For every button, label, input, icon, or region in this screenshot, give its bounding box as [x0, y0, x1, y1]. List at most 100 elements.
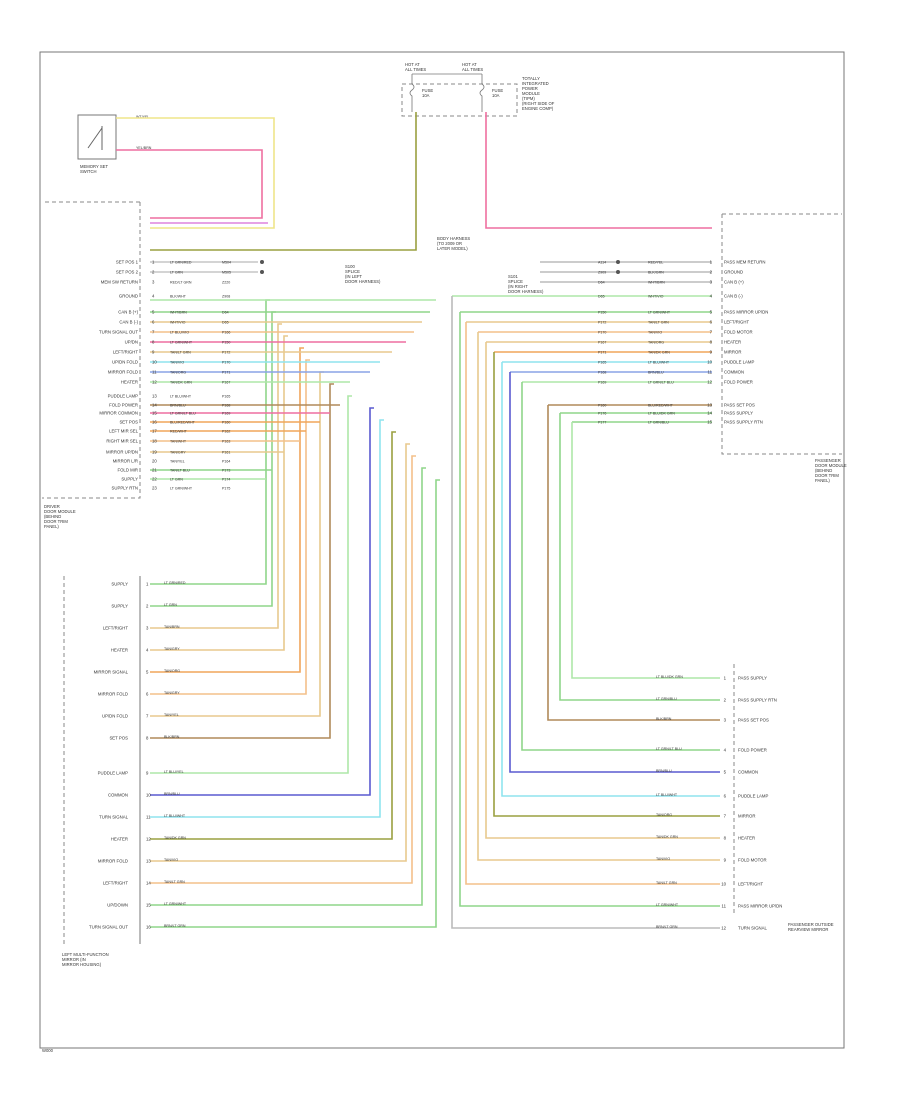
left-mirror-pin-num: 8	[146, 736, 149, 741]
right-mirror-pin-num: 1	[724, 676, 727, 681]
right-mirror-pin-num: 8	[724, 836, 727, 841]
left-door-pin-num: 2	[152, 270, 155, 275]
left-door-pin-wire: P172	[222, 351, 230, 355]
splice-dot	[616, 270, 620, 274]
right-mirror-wire	[451, 296, 720, 929]
left-mirror-pin-num: 1	[146, 582, 149, 587]
right-door-pin-num: 9	[710, 350, 713, 355]
left-door-pin-wire: P174	[222, 478, 230, 482]
left-door-pin-color: LT GRN	[170, 478, 183, 482]
splice-dot	[260, 270, 264, 274]
right-mirror-pin-num: 11	[722, 904, 727, 909]
fuse-right-symbol	[479, 74, 485, 112]
left-door-pin-num: 9	[152, 350, 155, 355]
left-door-pin-wire: Z220	[222, 281, 230, 285]
right-mirror-pin-name: MIRROR	[738, 814, 755, 819]
left-mirror-pin-num: 4	[146, 648, 149, 653]
right-door-pin-color: TAN/ORG	[648, 341, 664, 345]
left-door-pin-wire: P163	[222, 440, 230, 444]
left-door-pin-num: 19	[152, 450, 157, 455]
right-door-pin-color: WHT/VIO	[648, 295, 664, 299]
right-door-pin-wire: P172	[598, 321, 606, 325]
left-door-pin-color: TAN/LT BLU	[170, 469, 190, 473]
left-door-pin-color: TAN/VIO	[170, 361, 184, 365]
right-mirror-pin-name: COMMON	[738, 770, 758, 775]
left-door-pin-name: SUPPLY RTN	[111, 486, 138, 491]
left-door-pin-name: SET POS 1	[116, 260, 139, 265]
left-door-pin-name: MIRROR FOLD	[108, 370, 138, 375]
right-mirror-pin-num: 10	[721, 882, 726, 887]
right-door-pin-num: 15	[707, 420, 712, 425]
right-mirror-wire	[559, 413, 720, 701]
right-door-pin-color: BRN/BLU	[648, 371, 664, 375]
left-mirror-pin-num: 16	[146, 925, 151, 930]
fuse-left-symbol	[409, 74, 415, 112]
left-mirror-pin-color: BRN/LT GRN	[164, 924, 186, 928]
left-door-pin-num: 17	[152, 429, 157, 434]
left-door-pin-color: TAN/WHT	[170, 440, 187, 444]
right-mirror-pin-num: 7	[724, 814, 727, 819]
right-door-pin-name: LEFT/RIGHT	[724, 320, 749, 325]
right-door-pin-name: CAN B (-)	[724, 294, 743, 299]
left-door-pin-wire: P175	[222, 487, 230, 491]
left-door-pin-wire: Z908	[222, 295, 230, 299]
right-door-pin-color: BLK/GRN	[648, 271, 664, 275]
right-door-pin-color: LT GRN/LT BLU	[648, 381, 674, 385]
left-door-pin-wire: P165	[222, 395, 230, 399]
right-mirror-pin-name: FOLD MOTOR	[738, 858, 767, 863]
left-mirror-pin-name: HEATER	[111, 837, 128, 842]
left-door-pin-num: 18	[152, 439, 157, 444]
left-mirror-wire	[150, 407, 374, 796]
left-door-pin-num: 20	[152, 459, 157, 464]
left-mirror-pin-num: 5	[146, 670, 149, 675]
right-mirror-pin-name: PASS MIRROR UP/DN	[738, 904, 782, 909]
left-door-pin-num: 11	[152, 370, 157, 375]
left-mirror-pin-color: LT BLU/YEL	[164, 770, 184, 774]
left-mirror-wire	[150, 443, 410, 862]
left-door-pin-color: WHT/BRN	[170, 311, 187, 315]
left-mirror-pin-num: 14	[146, 881, 151, 886]
memory-switch-wire-bot: YEL/BRN	[136, 146, 152, 150]
right-door-pin-wire: P169	[598, 381, 606, 385]
switch-contact-icon	[87, 126, 103, 150]
left-door-pin-wire: P150	[222, 341, 230, 345]
left-door-pin-color: WHT/VIO	[170, 321, 186, 325]
left-mirror-wire	[150, 311, 276, 607]
right-door-pin-color: LT BLU/DK GRN	[648, 412, 675, 416]
right-door-pin-wire: P176	[598, 412, 606, 416]
left-door-pin-num: 22	[152, 477, 157, 482]
left-door-pin-color: LT GRN/LT BLU	[170, 412, 196, 416]
left-door-pin-name: GROUND	[119, 294, 138, 299]
left-door-pin-name: MEM SW RETURN	[101, 280, 138, 285]
left-door-pin-num: 5	[152, 310, 155, 315]
left-door-pin-num: 14	[152, 403, 157, 408]
left-mirror-pin-name: PUDDLE LAMP	[98, 771, 128, 776]
left-mirror-wire	[150, 323, 282, 629]
left-door-pin-name: SET POS 2	[116, 270, 139, 275]
right-mirror-pin-name: PASS SUPPLY	[738, 676, 767, 681]
left-door-pin-num: 7	[152, 330, 155, 335]
right-mirror-pin-name: FOLD POWER	[738, 748, 767, 753]
right-door-pin-num: 10	[707, 360, 712, 365]
right-door-pin-num: 4	[710, 294, 713, 299]
right-mirror-pin-num: 4	[724, 748, 727, 753]
right-mirror-pin-color: LT BLU/DK GRN	[656, 675, 683, 679]
left-door-pin-wire: P171	[222, 371, 230, 375]
right-mirror-pin-color: TAN/VIO	[656, 857, 670, 861]
right-door-pin-name: PASS SET POS	[724, 403, 755, 408]
left-door-pin-color: TAN/LT GRN	[170, 351, 191, 355]
right-door-pin-wire: P177	[598, 421, 606, 425]
right-mirror-pin-color: LT GRN/WHT	[656, 903, 679, 907]
left-door-pin-name: LEFT MIR SEL	[109, 429, 138, 434]
left-door-pin-wire: P170	[222, 361, 230, 365]
right-door-pin-num: 13	[707, 403, 712, 408]
left-door-pin-color: RED/WHT	[170, 430, 188, 434]
left-mirror-pin-color: LT BLU/WHT	[164, 814, 186, 818]
left-mirror-pin-color: TAN/ORG	[164, 669, 180, 673]
